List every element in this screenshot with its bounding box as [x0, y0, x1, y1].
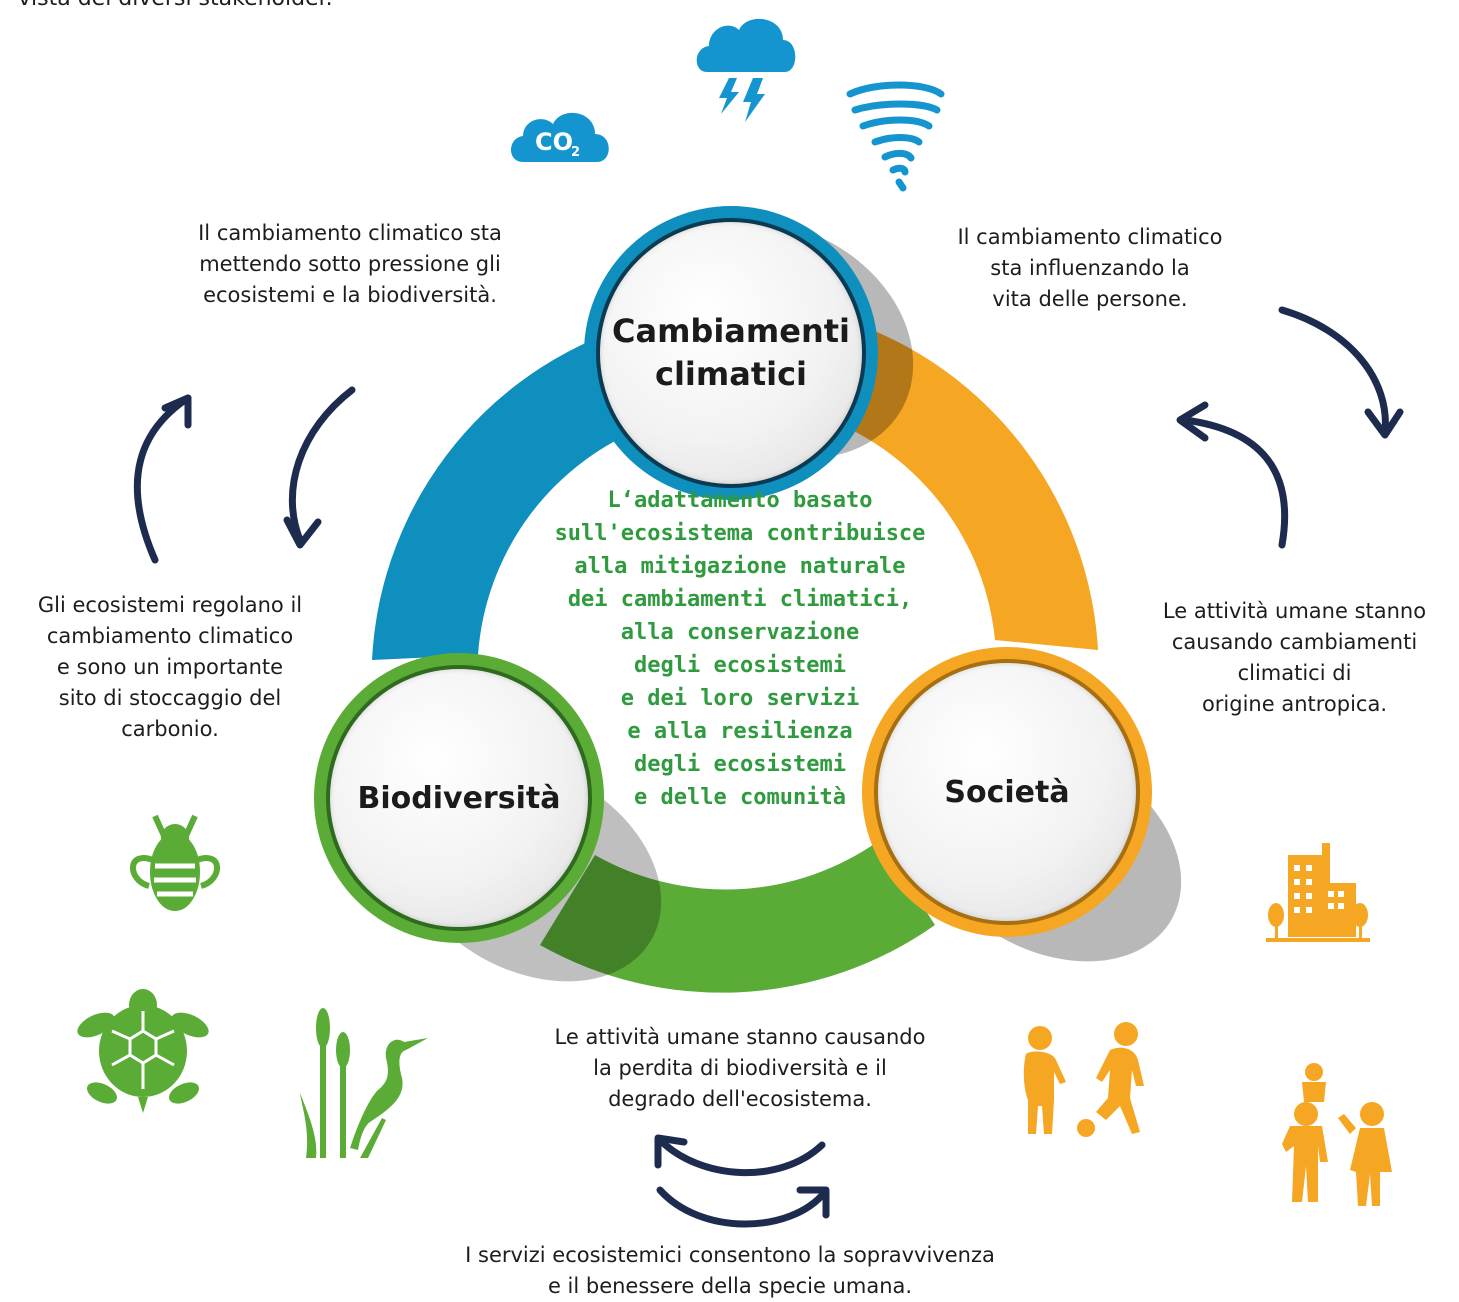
arrow-bottom-upper [656, 1136, 826, 1176]
co2-cloud-icon: CO 2 [511, 112, 609, 162]
turtle-icon [77, 989, 209, 1113]
arrow-left-down [288, 386, 356, 544]
center-statement: L‘adattamento basato sull'ecosistema con… [554, 488, 926, 810]
arrow-right-down [1278, 306, 1389, 436]
label-top-right: Il cambiamento climatico sta influenzand… [957, 225, 1223, 311]
ring-segment-orange [830, 325, 1098, 650]
arrow-left-up [133, 394, 192, 564]
label-bottom-upper: Le attività umane stanno causando la per… [554, 1025, 926, 1111]
co2-text: CO [535, 128, 573, 156]
node-title: Cambiamenti climatici [612, 312, 850, 393]
children-football-icon [1023, 1022, 1144, 1137]
header-fragment: vista dei diversi stakeholder. [18, 0, 333, 14]
svg-text:2: 2 [571, 145, 580, 160]
label-bottom-lower: I servizi ecosistemici consentono la sop… [465, 1243, 995, 1298]
heron-icon [300, 1008, 428, 1158]
node-societa: Società [862, 647, 1152, 937]
label-top-left: Il cambiamento climatico sta mettendo so… [198, 221, 502, 307]
node-title: Società [944, 774, 1070, 810]
tornado-icon [846, 81, 945, 192]
label-right: Le attività umane stanno causando cambia… [1162, 599, 1427, 716]
family-icon [1282, 1063, 1392, 1206]
node-biodiversita: Biodiversità [314, 653, 604, 943]
city-building-icon [1266, 843, 1370, 942]
node-cambiamenti-climatici: Cambiamenti climatici [584, 206, 878, 500]
node-title: Biodiversità [357, 780, 561, 816]
arrow-bottom-lower [656, 1186, 829, 1228]
arrow-right-up [1181, 416, 1289, 549]
label-left: Gli ecosistemi regolano il cambiamento c… [37, 593, 303, 741]
bee-icon [130, 814, 220, 911]
ring-segment-green [540, 840, 935, 993]
ring-segment-blue [372, 320, 650, 660]
storm-cloud-icon [696, 18, 796, 122]
